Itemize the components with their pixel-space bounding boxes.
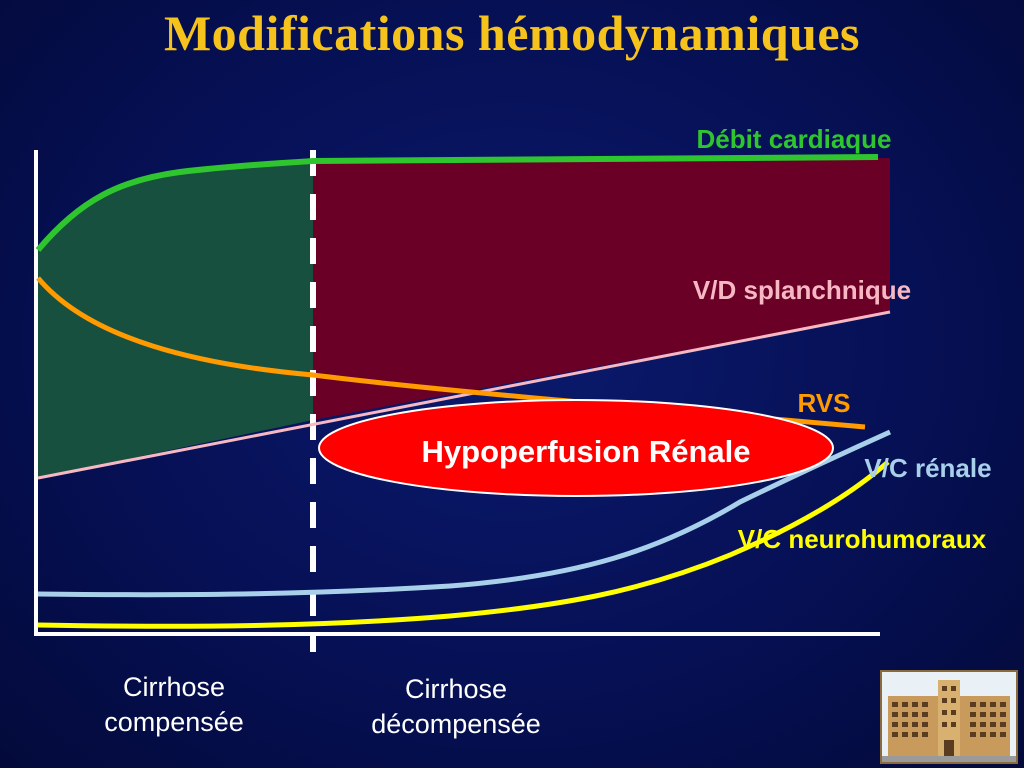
rvs-label: RVS — [798, 388, 851, 418]
compensated-region — [38, 162, 313, 478]
stage-compensated-line2: compensée — [104, 707, 244, 737]
vd-splanchnique-curve — [37, 310, 891, 480]
hypoperfusion-renale-ellipse — [318, 399, 834, 497]
hypoperfusion-renale-label: Hypoperfusion Rénale — [422, 434, 751, 469]
stage-decompensated-line2: décompensée — [371, 709, 541, 739]
vc-neurohumoraux-label: V/C neurohumoraux — [738, 524, 987, 554]
decompensated-region — [313, 158, 890, 420]
vc-neurohumoraux-curve — [37, 460, 890, 629]
slide-title: Modifications hémodynamiques — [163, 5, 860, 61]
debit-cardiaque-curve — [35, 154, 879, 252]
stage-decompensated: Cirrhose décompensée — [326, 672, 586, 742]
hospital-building-logo — [880, 670, 1018, 764]
vd-splanchnique-label: V/D splanchnique — [693, 275, 911, 305]
building-icon — [882, 672, 1016, 762]
stage-decompensated-line1: Cirrhose — [404, 674, 508, 704]
stage-compensated: Cirrhose compensée — [54, 670, 294, 740]
vc-renale-label: V/C rénale — [864, 453, 991, 483]
vc-renale-curve — [37, 429, 892, 598]
stage-compensated-line1: Cirrhose — [122, 672, 226, 702]
debit-cardiaque-label: Débit cardiaque — [696, 124, 891, 154]
